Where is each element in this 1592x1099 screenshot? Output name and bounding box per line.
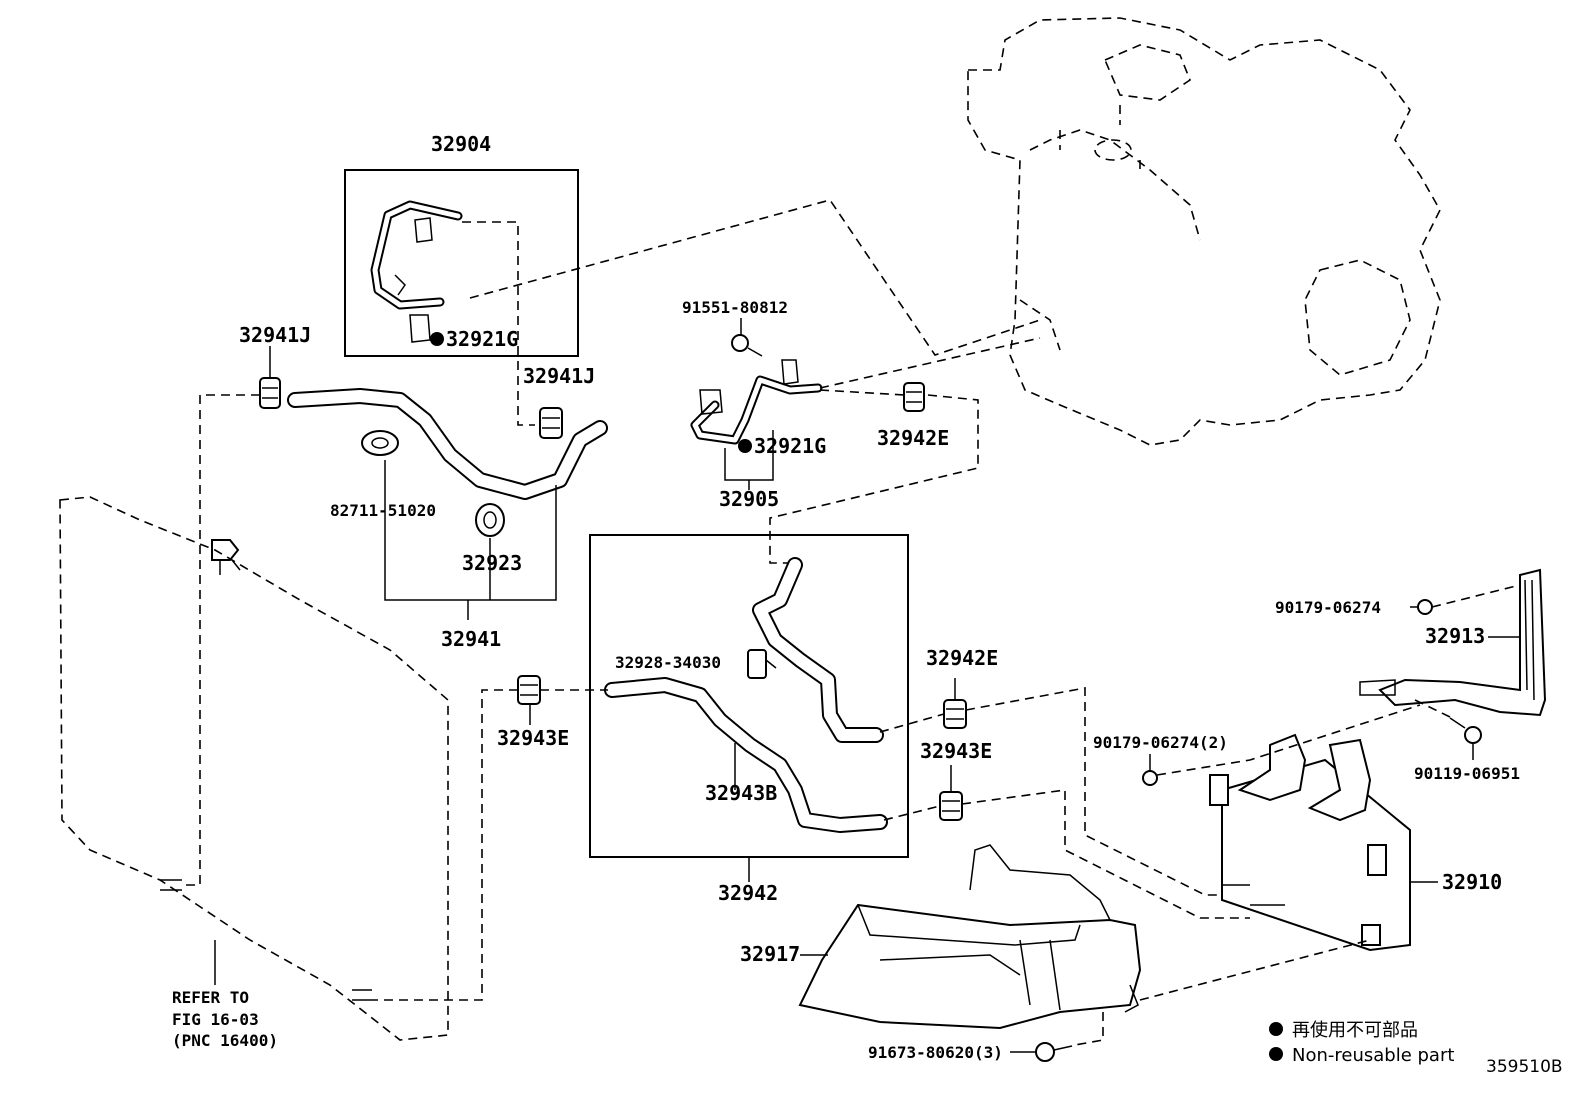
label-32942E-mid: 32942E <box>926 646 998 670</box>
label-32941: 32941 <box>441 627 501 651</box>
label-32943E-right: 32943E <box>920 739 992 763</box>
clamp-32943E-right <box>939 791 963 821</box>
group-box-32904 <box>344 169 579 357</box>
label-82711-51020: 82711-51020 <box>330 501 436 520</box>
label-32942: 32942 <box>718 881 778 905</box>
hose-32943B <box>604 677 888 833</box>
label-32923: 32923 <box>462 551 522 575</box>
clamp-32941J-right <box>539 407 563 439</box>
legend-dot-en <box>1269 1047 1283 1061</box>
refer-line-2: FIG 16-03 <box>172 1010 259 1029</box>
nut-90179-06274-top <box>1417 599 1433 615</box>
legend-dot-jp <box>1269 1022 1283 1036</box>
radiator-outline <box>59 496 449 1041</box>
label-32904: 32904 <box>431 132 491 156</box>
label-32928-34030: 32928-34030 <box>615 653 721 672</box>
transmission-outline <box>967 17 1441 446</box>
refer-line-1: REFER TO <box>172 988 249 1007</box>
hose-32942-upper <box>752 557 884 743</box>
clip-32928-34030 <box>747 649 777 679</box>
label-32943B: 32943B <box>705 781 777 805</box>
label-32943E-left: 32943E <box>497 726 569 750</box>
clamp-32923 <box>475 503 505 537</box>
label-32941J-right: 32941J <box>523 364 595 388</box>
group-box-32942 <box>589 534 909 858</box>
label-32917: 32917 <box>740 942 800 966</box>
nut-90179-06274-2 <box>1142 770 1158 786</box>
label-32905: 32905 <box>719 487 779 511</box>
label-90179-06274-top: 90179-06274 <box>1275 598 1381 617</box>
hose-32941 <box>287 388 608 500</box>
duct-32917 <box>798 844 1142 1030</box>
clamp-82711-51020 <box>361 430 399 456</box>
bolt-91673-80620 <box>1035 1042 1073 1062</box>
clamp-32943E-left <box>517 675 541 705</box>
label-32941J-left: 32941J <box>239 323 311 347</box>
non-reusable-dot <box>738 439 752 453</box>
label-32942E-top: 32942E <box>877 426 949 450</box>
pipe-32905 <box>690 359 823 445</box>
diagram-id: 359510B <box>1486 1057 1563 1077</box>
bracket-32913 <box>1359 568 1547 717</box>
non-reusable-dot <box>430 332 444 346</box>
refer-line-3: (PNC 16400) <box>172 1031 278 1050</box>
label-32913: 32913 <box>1425 624 1485 648</box>
label-90119-06951: 90119-06951 <box>1414 764 1520 783</box>
label-90179-06274-2: 90179-06274(2) <box>1093 733 1228 752</box>
legend-en: Non-reusable part <box>1292 1045 1454 1066</box>
label-32921G-a: 32921G <box>446 327 518 351</box>
clamp-32941J-left <box>259 377 281 409</box>
bolt-90119-06951 <box>1449 717 1482 744</box>
label-32921G-b: 32921G <box>754 434 826 458</box>
cooler-32910 <box>1209 733 1411 952</box>
label-32910: 32910 <box>1442 870 1502 894</box>
bolt-91551-80812 <box>731 334 763 357</box>
pipe-32904 <box>370 200 463 343</box>
label-91673-80620: 91673-80620(3) <box>868 1043 1003 1062</box>
clamp-32942E-mid <box>943 699 967 729</box>
legend-jp: 再使用不可部品 <box>1292 1020 1418 1041</box>
clamp-32942E-top <box>903 382 925 412</box>
label-91551-80812: 91551-80812 <box>682 298 788 317</box>
